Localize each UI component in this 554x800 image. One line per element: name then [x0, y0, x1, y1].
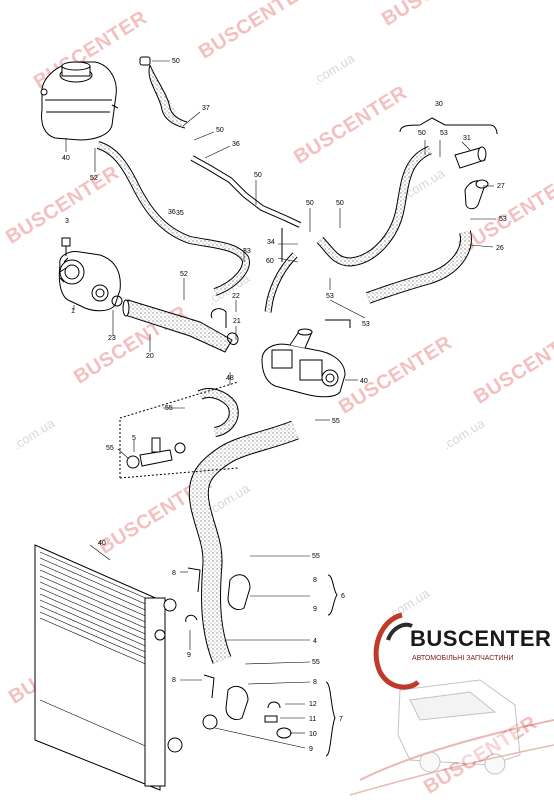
- clip-22: [210, 308, 227, 328]
- callout: 8: [313, 577, 317, 584]
- callout: 55: [106, 445, 114, 452]
- buscenter-logo-emblem: [373, 612, 420, 690]
- bracket-7: [325, 681, 336, 757]
- callout: 50: [418, 130, 426, 137]
- callout: 50: [216, 127, 224, 134]
- callout: 36: [168, 209, 176, 216]
- pipe-20: [122, 299, 233, 353]
- callout: 9: [309, 746, 313, 753]
- thermostat-housing: [261, 328, 346, 398]
- callout: 8: [172, 570, 176, 577]
- bracket-30: [399, 117, 498, 135]
- callout: 50: [306, 200, 314, 207]
- callout: 53: [362, 321, 370, 328]
- callout: 40: [360, 378, 368, 385]
- callout: 55: [312, 659, 320, 666]
- callout: 34: [267, 239, 275, 246]
- seal-21: [226, 332, 239, 345]
- logo-name: BUSCENTER: [410, 626, 552, 651]
- bolt-3: [61, 237, 71, 256]
- callout: 50: [254, 172, 262, 179]
- callout: 52: [180, 271, 188, 278]
- bracket-6: [327, 574, 338, 616]
- callout: 1: [71, 308, 75, 315]
- callout: 27: [497, 183, 505, 190]
- radiator: [34, 544, 183, 791]
- callout: 26: [496, 245, 504, 252]
- callout: 7: [339, 716, 343, 723]
- connector-31: [454, 146, 487, 169]
- callout: 55: [165, 405, 173, 412]
- callout: 36: [232, 141, 240, 148]
- fitting-group-6: [185, 567, 251, 623]
- callout: 8: [172, 677, 176, 684]
- elbow-27: [464, 179, 489, 210]
- callout-labels: 50 37 50 36 40 52 50 36 30 50 53 31 27 5…: [62, 58, 507, 753]
- hose-36: [96, 141, 250, 296]
- callout: 53: [440, 130, 448, 137]
- leader-lines: [65, 60, 496, 749]
- callout: 50: [172, 58, 180, 65]
- callout: 9: [187, 652, 191, 659]
- callout: 8: [313, 679, 317, 686]
- expansion-tank: [40, 61, 119, 141]
- tee-connector-5: [139, 437, 173, 467]
- callout: 50: [336, 200, 344, 207]
- callout: 53: [326, 293, 334, 300]
- callout: 12: [309, 701, 317, 708]
- callout: 4: [313, 638, 317, 645]
- clamp-55: [174, 442, 186, 454]
- callout: 31: [463, 135, 471, 142]
- callout: 30: [435, 101, 443, 108]
- callout: 3: [65, 218, 69, 225]
- fitting-group-7: [202, 674, 292, 739]
- group-bracket: [119, 381, 239, 478]
- minibus-illustration: [349, 679, 554, 796]
- callout: 55: [332, 418, 340, 425]
- callout: 60: [266, 258, 274, 265]
- callout: 21: [233, 318, 241, 325]
- callout: 5: [132, 435, 136, 442]
- callout: 20: [146, 353, 154, 360]
- callout: 55: [312, 553, 320, 560]
- callout: 10: [309, 731, 317, 738]
- callout: 6: [341, 593, 345, 600]
- callout: 9: [313, 606, 317, 613]
- callout: 52: [90, 175, 98, 182]
- callout: 37: [202, 105, 210, 112]
- callout: 48: [226, 375, 234, 382]
- logo-subtitle: АВТОМОБІЛЬНІ ЗАПЧАСТИНИ: [412, 655, 514, 662]
- callout: 23: [108, 335, 116, 342]
- callout: 35: [176, 210, 184, 217]
- hose-clip: [139, 56, 151, 66]
- o-ring-23: [111, 295, 123, 307]
- callout: 40: [98, 540, 106, 547]
- callout: 22: [232, 293, 240, 300]
- water-pump: [58, 251, 121, 312]
- bracket-53: [325, 319, 351, 328]
- callout: 11: [309, 716, 316, 723]
- callout: 33: [243, 248, 251, 255]
- callout: 40: [62, 155, 70, 162]
- callout: 53: [499, 216, 507, 223]
- clamp-55: [126, 455, 140, 469]
